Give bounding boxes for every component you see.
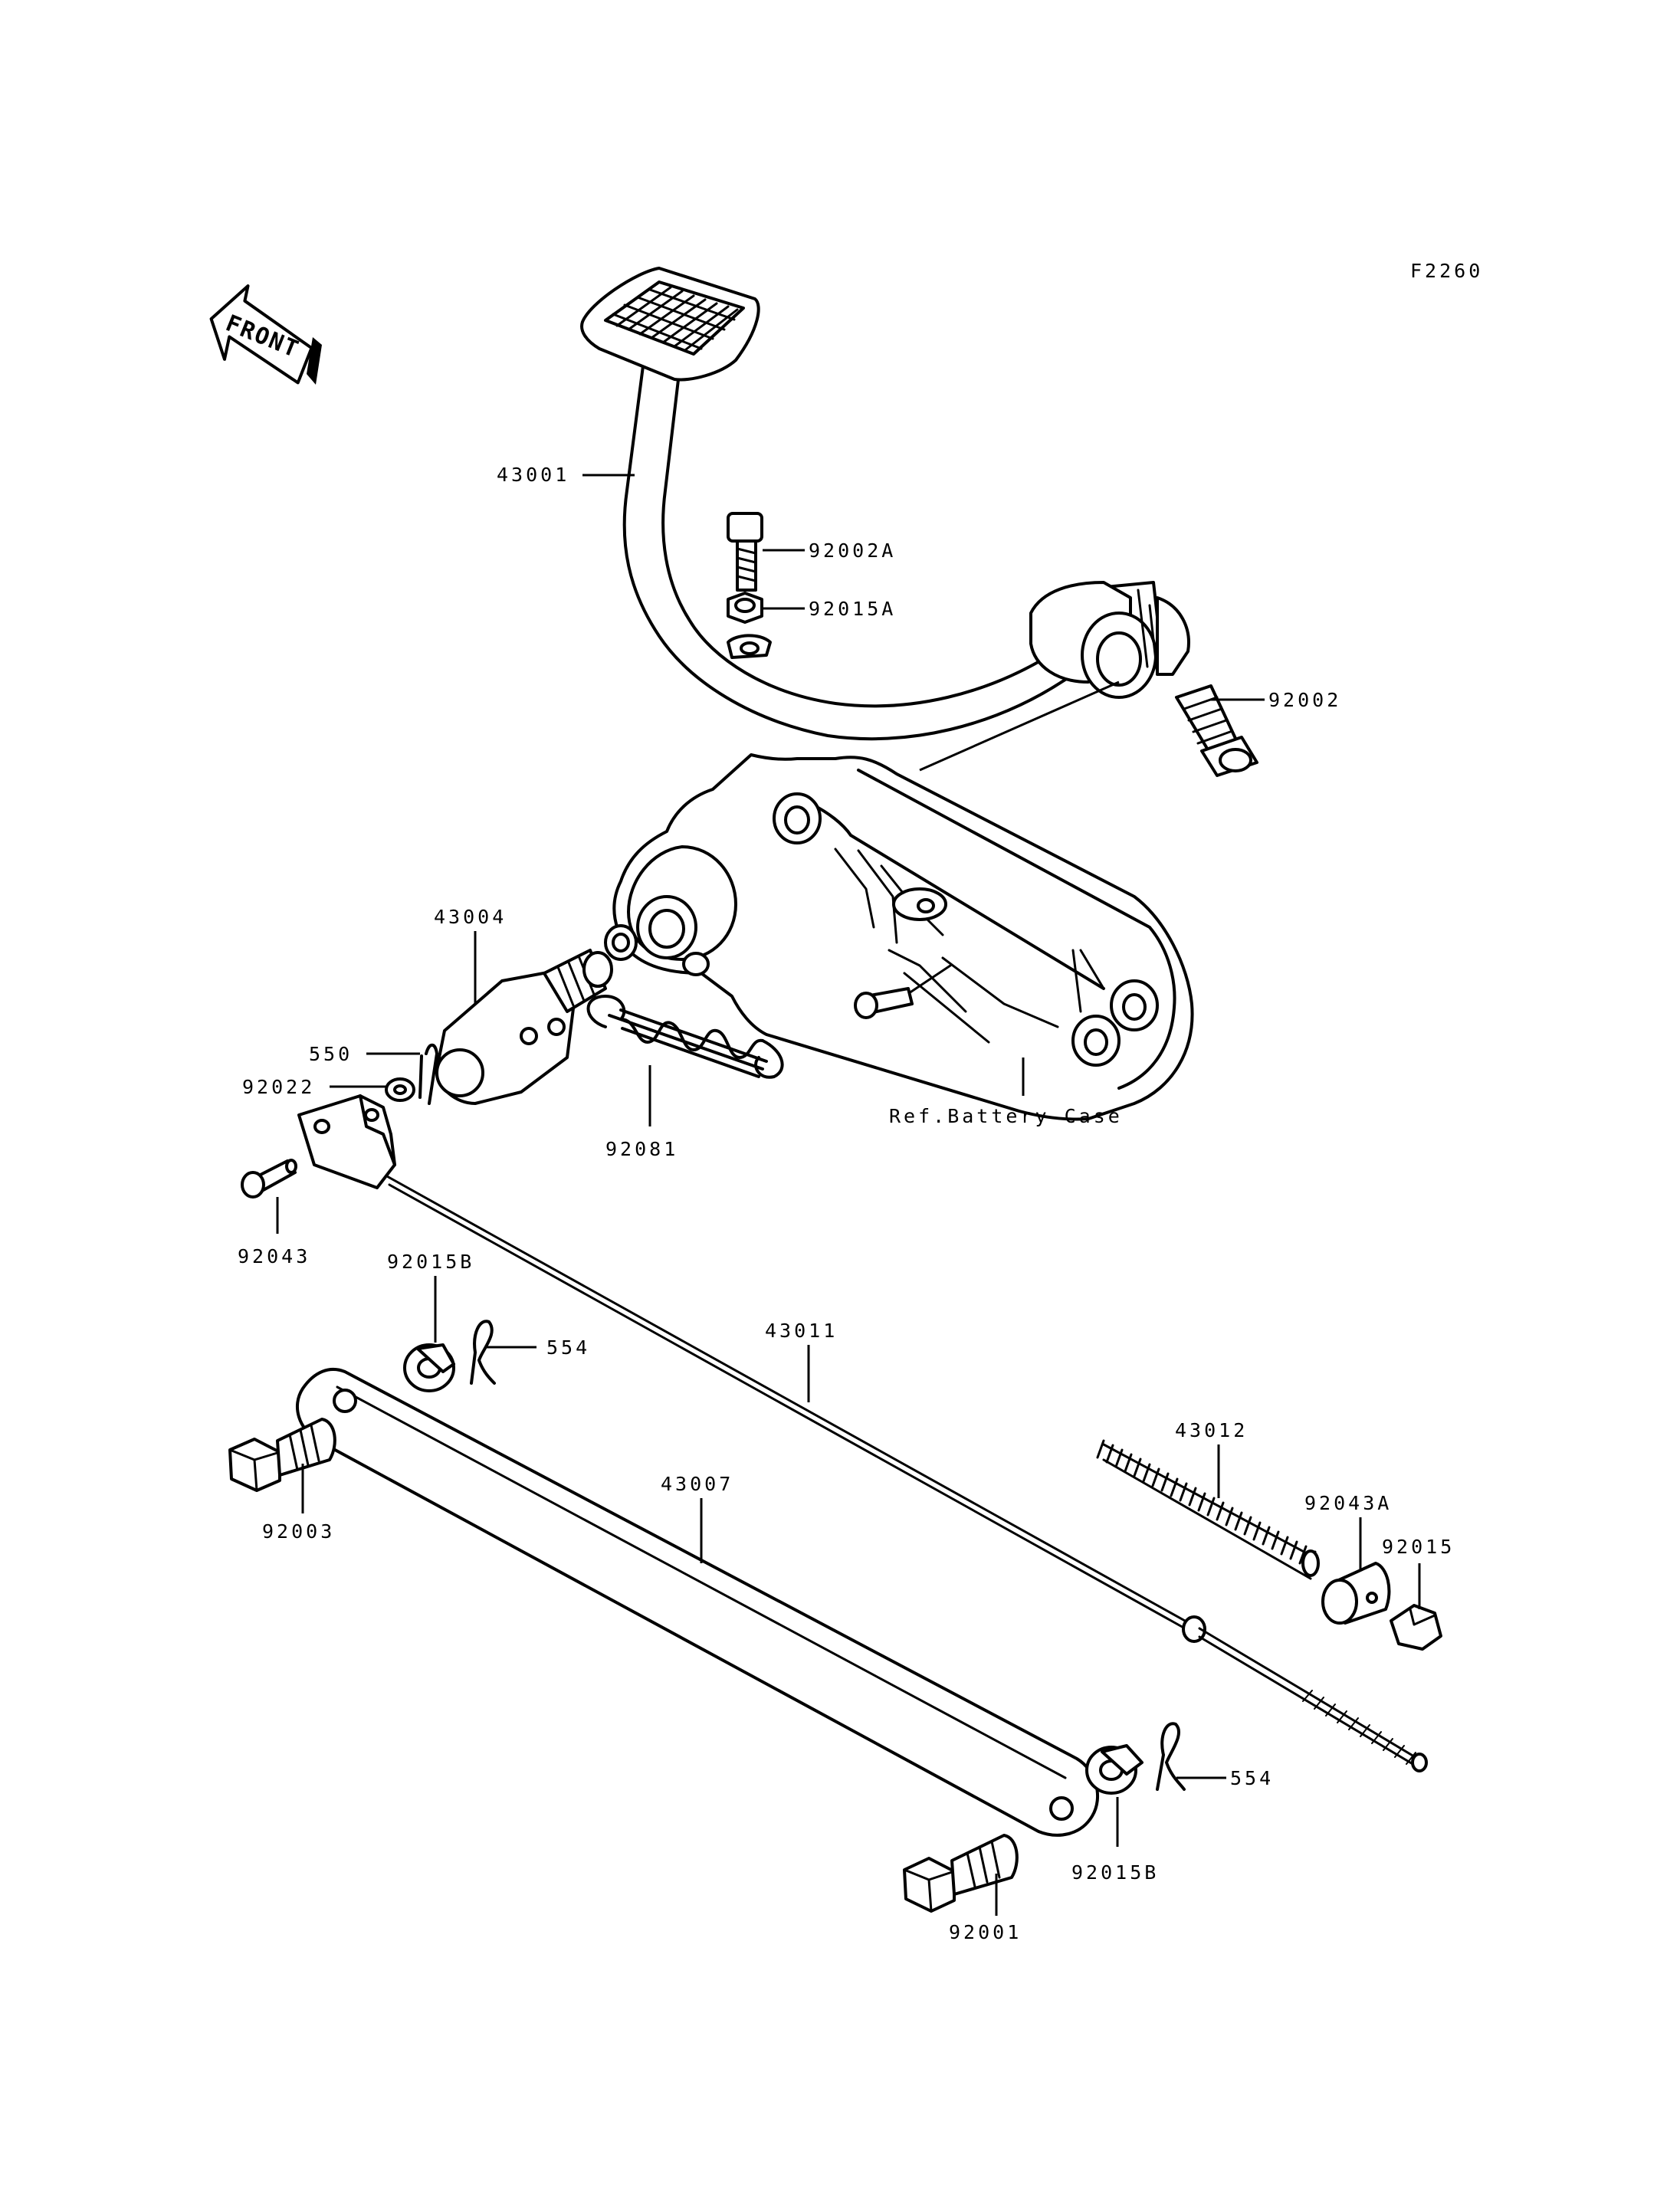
bolt-92002a-icon (727, 512, 763, 592)
callout-554-bottom: 554 (1230, 1767, 1274, 1789)
callout-43001: 43001 (497, 464, 569, 486)
callout-92043a: 92043A (1304, 1492, 1392, 1514)
r-clip-554-bottom-icon (1156, 1722, 1186, 1791)
nut-92015-icon (1390, 1604, 1442, 1651)
clevis-pin-92043-icon (241, 1159, 297, 1199)
brake-pedal (580, 267, 1190, 741)
bolt-92003-icon (228, 1418, 336, 1492)
cotter-pin-550-icon (418, 1043, 438, 1105)
spring-43012-icon (1096, 1439, 1320, 1580)
callout-ref-battery-case: Ref.Battery Case (889, 1105, 1123, 1127)
callout-92015: 92015 (1382, 1536, 1455, 1558)
lever-43004 (435, 949, 613, 1105)
callout-550: 550 (309, 1043, 353, 1065)
callout-43004: 43004 (434, 906, 507, 928)
washer-92022-icon (385, 1077, 415, 1102)
brake-rod-43011 (297, 1094, 1428, 1772)
callout-92043: 92043 (238, 1245, 310, 1267)
callout-92001: 92001 (949, 1921, 1022, 1943)
callout-92015a: 92015A (809, 598, 896, 620)
link-arm-43007 (295, 1368, 1100, 1837)
callout-92015b-top: 92015B (387, 1251, 474, 1273)
joint-92043a-icon (1321, 1562, 1391, 1625)
callout-92002: 92002 (1268, 689, 1341, 711)
figure-code: F2260 (1410, 260, 1483, 282)
r-clip-554-top-icon (470, 1320, 496, 1385)
bolt-92002-icon (1175, 684, 1258, 777)
callout-43011: 43011 (765, 1320, 838, 1342)
callout-92002a: 92002A (809, 539, 896, 562)
callout-43012: 43012 (1175, 1419, 1248, 1441)
spring-92081-icon (586, 995, 784, 1079)
callout-92003: 92003 (262, 1520, 335, 1543)
nut-92015a-icon (727, 592, 763, 624)
front-arrow-icon: FRONT (209, 284, 322, 385)
bolt-92001-icon (903, 1834, 1019, 1913)
callout-43007: 43007 (661, 1473, 733, 1495)
callout-554-top: 554 (546, 1336, 590, 1359)
nut-92015b-top-icon (403, 1343, 455, 1392)
callout-92022: 92022 (242, 1076, 315, 1098)
nut-92015b-bottom-icon (1085, 1744, 1144, 1795)
callout-92081: 92081 (605, 1138, 678, 1160)
battery-case-bracket (604, 753, 1194, 1121)
callout-92015b-bottom: 92015B (1071, 1861, 1159, 1884)
